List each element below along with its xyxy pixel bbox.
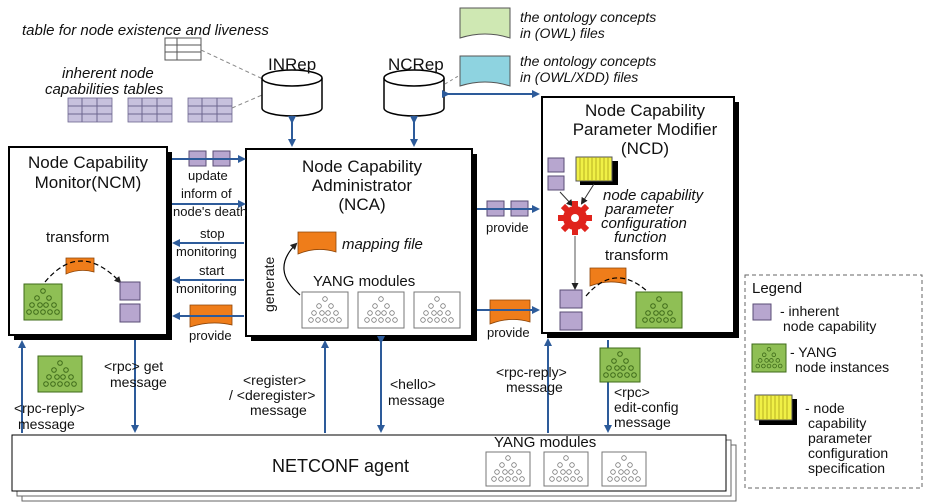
legend-item3-b: capability [808, 415, 866, 431]
note-inherent-1: inherent node [62, 65, 154, 82]
ncrep-label: NCRep [388, 55, 444, 74]
ncd-transform-label: transform [605, 247, 668, 264]
ncd-func-3: configuration [601, 215, 687, 232]
register-label-2: / <deregister> [229, 387, 315, 403]
note-xdd-2: in (OWL/XDD) files [520, 69, 638, 85]
legend-spec-icon [754, 394, 797, 425]
ncd-capability-icon-a [547, 157, 565, 173]
nca-title-2: Administrator [312, 176, 412, 195]
legend-item3-a: - node [805, 400, 845, 416]
nca-mapping-label: mapping file [342, 236, 423, 253]
ncm-transform-label: transform [46, 229, 109, 246]
gear-icon [558, 201, 592, 235]
edit-config-label-2: edit-config [614, 399, 679, 415]
legend-box [744, 274, 923, 489]
liveness-table-icon [164, 37, 202, 61]
ncd-input-arrow-2 [580, 183, 595, 205]
agent-yang-module-icons [485, 451, 647, 487]
ncm-yang-instance-icon [23, 283, 63, 321]
nca-generate-label: generate [261, 257, 277, 312]
nca-yang-module-icons [301, 291, 461, 329]
legend-item1-a: - inherent [780, 303, 839, 319]
rpc-get-label-1: <rpc> get [104, 358, 163, 374]
rpc-get-label-2: message [110, 374, 167, 390]
note-node-table: table for node existence and liveness [22, 22, 269, 39]
note-link-line-2 [231, 94, 263, 109]
edit-config-yang-icon [599, 347, 641, 383]
capability-tables-icon [67, 97, 233, 123]
legend-title: Legend [752, 280, 802, 297]
generate-arrow [283, 242, 301, 296]
inrep-label: INRep [268, 55, 316, 74]
legend-item3-d: configuration [808, 445, 888, 461]
ncd-title-3: (NCD) [621, 139, 669, 158]
nca-mapping-file-icon [297, 231, 337, 255]
ncd-func-4: function [614, 229, 667, 246]
netconf-agent-title: NETCONF agent [272, 456, 409, 476]
owl-file-icon [459, 7, 511, 39]
legend-capability-icon [752, 303, 772, 321]
legend-item3-e: specification [808, 460, 885, 476]
provide-ncd-bottom-label: provide [487, 325, 530, 340]
note-xdd-1: the ontology concepts [520, 53, 656, 69]
start-label-2: monitoring [176, 281, 237, 296]
ncd-input-arrow-1 [559, 191, 574, 207]
register-label-3: message [250, 402, 307, 418]
ncd-provide-file-icon [489, 299, 531, 325]
ncd-title-1: Node Capability [585, 101, 706, 120]
note-owl-2: in (OWL) files [520, 25, 605, 41]
ncd-mapping-file-icon [589, 267, 627, 287]
ncm-capability-icon-1 [119, 281, 141, 301]
edit-config-label-1: <rpc> [614, 384, 650, 400]
ncrep-link-line [444, 74, 461, 85]
ncd-capability-icon-b [547, 175, 565, 191]
stop-label-1: stop [200, 226, 225, 241]
ncd-yang-instance-icon [635, 291, 683, 329]
rpc-reply-yang-icon [37, 355, 83, 393]
register-label-1: <register> [243, 372, 306, 388]
hello-label-2: message [388, 392, 445, 408]
note-inherent-2: capabilities tables [45, 81, 164, 98]
ncm-title-1: Node Capability [28, 153, 149, 172]
legend-yang-icon [751, 343, 787, 373]
inform-label-2: node's death [173, 204, 247, 219]
legend-item2-a: - YANG [790, 344, 837, 360]
ncm-title-2: Monitor(NCM) [35, 173, 142, 192]
ncd-func-1: node capability [603, 187, 705, 204]
inrep-database-icon [261, 69, 323, 117]
update-label: update [188, 168, 228, 183]
start-label-1: start [199, 263, 225, 278]
ncd-func-2: parameter [604, 201, 674, 218]
hello-label-1: <hello> [390, 376, 436, 392]
nca-title-1: Node Capability [302, 157, 423, 176]
note-owl-1: the ontology concepts [520, 9, 656, 25]
inform-label-1: inform of [181, 186, 232, 201]
agent-yang-label: YANG modules [494, 434, 596, 451]
note-link-line [200, 49, 266, 81]
ncd-capability-icon-1 [559, 289, 583, 309]
ncrep-database-icon [383, 69, 445, 117]
ncd-title-2: Parameter Modifier [573, 120, 718, 139]
rpc-reply-right-label-2: message [506, 379, 563, 395]
ncm-transform-arrow [44, 260, 122, 284]
ncd-capability-icon-2 [559, 311, 583, 331]
provide-ncd-top-label: provide [486, 220, 529, 235]
provide-ncm-label: provide [189, 328, 232, 343]
legend-item2-b: node instances [795, 359, 889, 375]
legend-item1-b: node capability [783, 318, 876, 334]
xdd-file-icon [459, 55, 511, 87]
ncd-transform-arrow [585, 277, 649, 297]
nca-title-3: (NCA) [338, 195, 385, 214]
rpc-reply-left-label-2: message [18, 416, 75, 432]
rpc-reply-left-label-1: <rpc-reply> [14, 400, 85, 416]
ncd-spec-icon [575, 156, 618, 185]
legend-item3-c: parameter [808, 430, 872, 446]
rpc-reply-right-label-1: <rpc-reply> [496, 364, 567, 380]
ncm-capability-icon-2 [119, 303, 141, 323]
stop-label-2: monitoring [176, 244, 237, 259]
nca-yang-label: YANG modules [313, 273, 415, 290]
edit-config-label-3: message [614, 414, 671, 430]
